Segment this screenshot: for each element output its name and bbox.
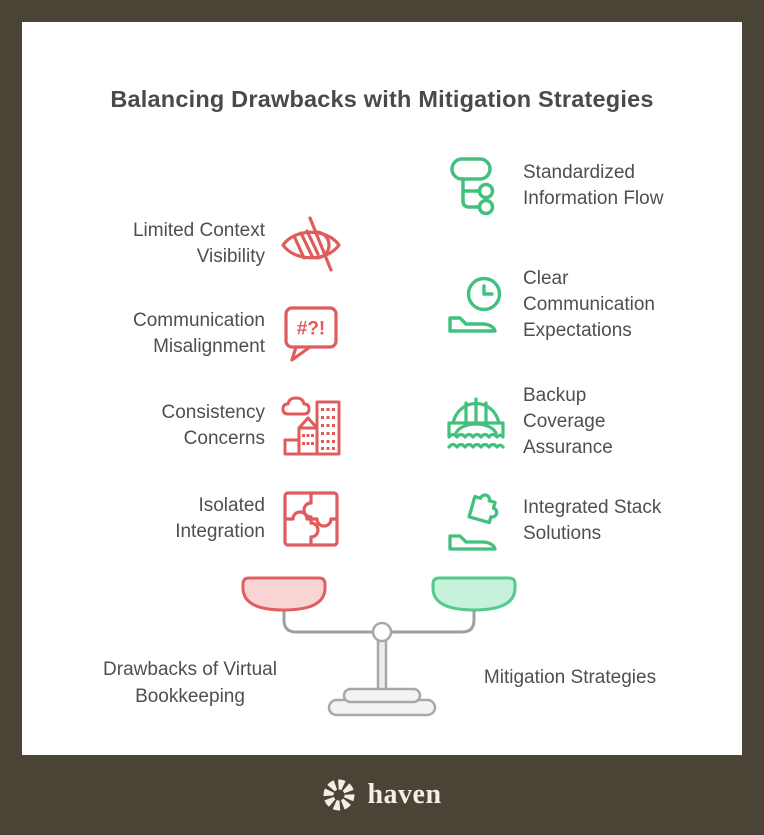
drawback-item-label: Limited Context Visibility	[132, 220, 265, 267]
drawback-item-limited-context: Limited Context Visibility	[80, 211, 344, 277]
puzzle-hand-icon	[443, 488, 509, 554]
drawbacks-side-label: Drawbacks of Virtual Bookkeeping	[103, 659, 277, 707]
drawback-item-isolated: Isolated Integration	[80, 486, 344, 552]
balance-scale	[241, 576, 517, 717]
infographic-card: Balancing Drawbacks with Mitigation Stra…	[22, 22, 742, 755]
scale-base-upper	[342, 687, 422, 704]
brand-name: haven	[367, 779, 442, 810]
mitigation-item-standardized: Standardized Information Flow	[443, 153, 733, 219]
puzzle-pieces-icon	[278, 486, 344, 552]
speech-bubble-text: #?!	[297, 319, 326, 340]
footer-brand-bar: haven	[0, 755, 764, 835]
drawbacks-pan	[241, 576, 327, 612]
mitigations-side-label: Mitigation Strategies	[483, 667, 657, 688]
mitigation-item-label: Standardized Information Flow	[523, 162, 664, 209]
aperture-flower-icon	[323, 779, 355, 811]
drawback-item-label: Consistency Concerns	[161, 402, 266, 449]
drawback-item-consistency: Consistency Concerns	[80, 393, 344, 459]
mitigation-item-backup-coverage: Backup Coverage Assurance	[443, 383, 733, 461]
scale-post	[376, 632, 388, 698]
mitigation-item-label: Clear Communication Expectations	[523, 268, 655, 341]
flowchart-icon	[443, 153, 509, 219]
bridge-waves-icon	[443, 389, 509, 455]
page-title: Balancing Drawbacks with Mitigation Stra…	[110, 86, 654, 112]
scale-pivot	[371, 621, 393, 643]
mitigations-pan	[431, 576, 517, 612]
drawback-item-label: Isolated Integration	[175, 495, 265, 542]
mitigation-item-label: Integrated Stack Solutions	[523, 497, 662, 544]
drawback-item-label: Communication Misalignment	[133, 310, 265, 357]
speech-bubble-icon: #?!	[278, 301, 344, 367]
mitigation-item-clear-communication: Clear Communication Expectations	[443, 266, 733, 344]
drawback-item-communication: Communication Misalignment #?!	[80, 301, 344, 367]
clock-hand-icon	[443, 272, 509, 338]
eye-off-icon	[278, 211, 344, 277]
mitigation-item-label: Backup Coverage Assurance	[523, 385, 613, 458]
mitigation-item-integrated-stack: Integrated Stack Solutions	[443, 488, 733, 554]
city-buildings-icon	[278, 393, 344, 459]
